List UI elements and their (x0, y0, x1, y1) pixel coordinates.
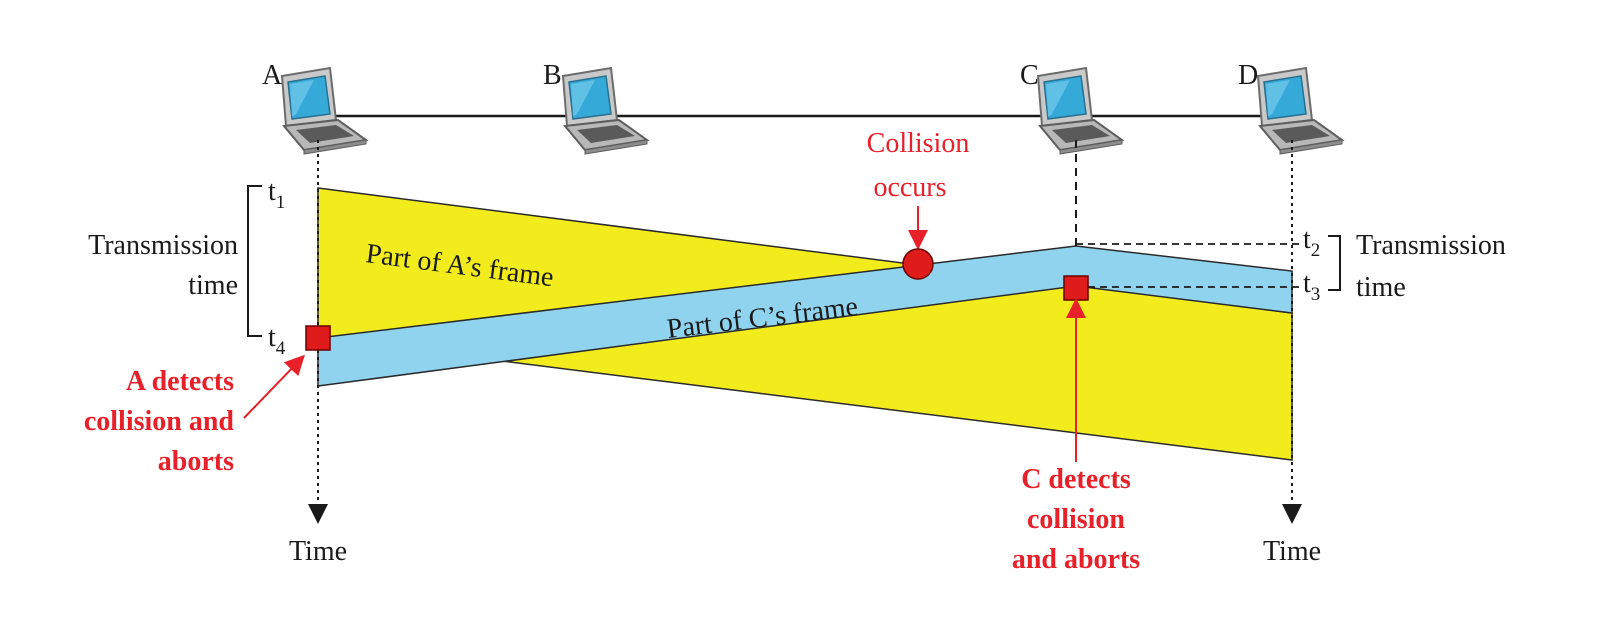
left-bracket (247, 185, 262, 337)
laptop-icon (1037, 67, 1123, 155)
c-detect-marker (1063, 275, 1089, 301)
station-label-b: B (543, 60, 562, 91)
t2-label: t2 (1303, 224, 1320, 261)
collision-label-line2: occurs (873, 172, 946, 203)
t1-label: t1 (268, 176, 285, 213)
station-label-a: A (262, 60, 283, 91)
c-detect-line1: C detects (1021, 464, 1131, 495)
right-transmission-label: Transmission (1356, 230, 1506, 261)
c-detect-line2: collision (1027, 504, 1125, 535)
a-detect-line2: collision and (84, 406, 235, 437)
time-label-left: Time (289, 536, 347, 567)
laptop-icon (1257, 67, 1343, 155)
laptop-icon (281, 67, 367, 155)
time-label-right: Time (1263, 536, 1321, 567)
a-detect-marker (305, 325, 331, 351)
laptop-icon (562, 67, 648, 155)
right-bracket (1328, 235, 1341, 291)
left-time-label: time (188, 270, 238, 301)
collision-marker (902, 248, 934, 280)
t4-label: t4 (268, 322, 286, 359)
left-transmission-label: Transmission (88, 230, 238, 261)
station-label-c: C (1020, 60, 1039, 91)
station-label-d: D (1238, 60, 1258, 91)
collision-label-line1: Collision (867, 128, 970, 159)
right-time-label: time (1356, 272, 1406, 303)
a-detect-line3: aborts (158, 446, 234, 477)
a-detect-arrow (243, 354, 305, 419)
c-detect-line3: and aborts (1012, 544, 1140, 575)
t3-label: t3 (1303, 268, 1320, 305)
a-detect-line1: A detects (126, 366, 234, 397)
